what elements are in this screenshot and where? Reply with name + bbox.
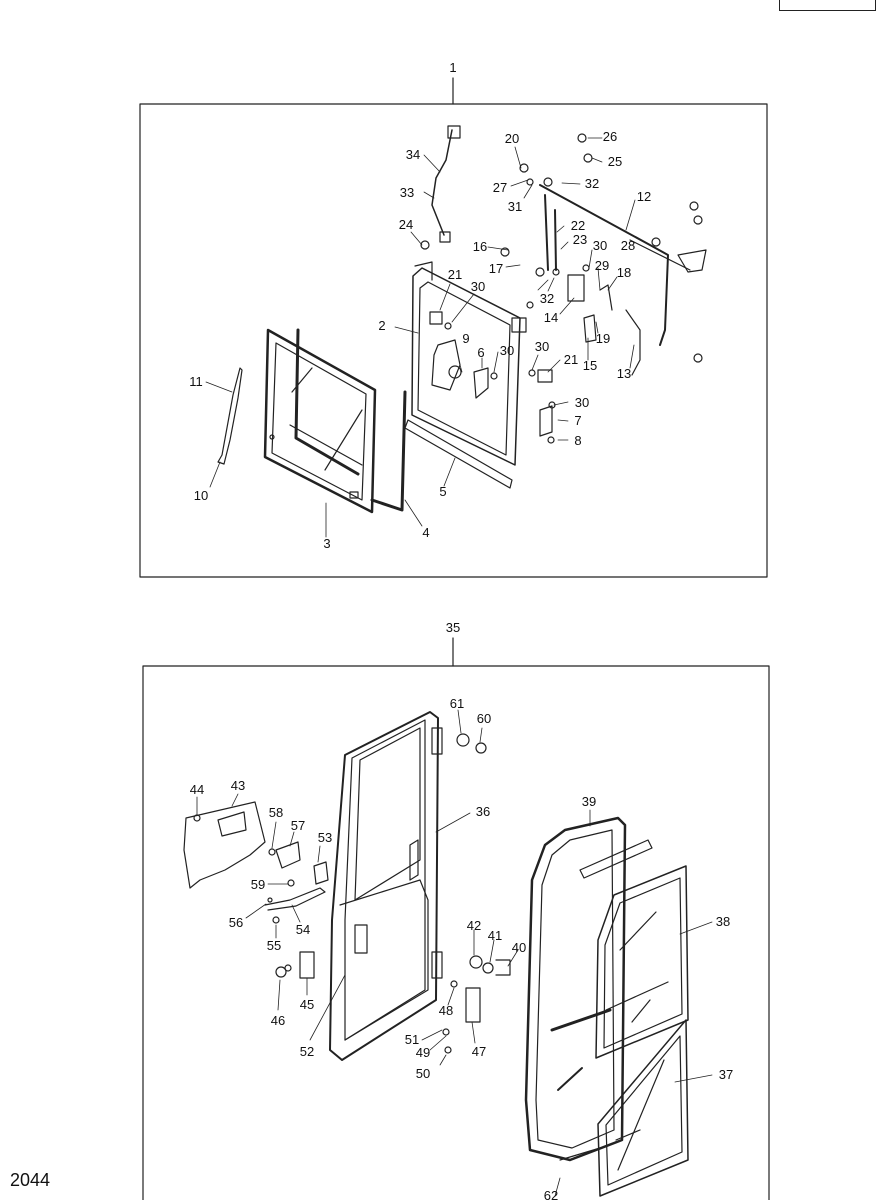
- callout-49: 49: [416, 1045, 430, 1060]
- header-box: [779, 0, 876, 11]
- callout-24: 24: [399, 217, 413, 232]
- callout-60: 60: [477, 711, 491, 726]
- callout-23: 23: [573, 232, 587, 247]
- callout-54: 54: [296, 922, 310, 937]
- callout-18: 18: [617, 265, 631, 280]
- glass-37: [597, 1019, 689, 1197]
- callout-22: 22: [571, 218, 585, 233]
- callout-33: 33: [400, 185, 414, 200]
- group-label-top: 1: [449, 60, 456, 75]
- callout-25: 25: [608, 154, 622, 169]
- callout-30: 30: [471, 279, 485, 294]
- callout-7: 7: [574, 413, 581, 428]
- callout-62: 62: [544, 1188, 558, 1200]
- callout-56: 56: [229, 915, 243, 930]
- callout-53: 53: [318, 830, 332, 845]
- callout-47: 47: [472, 1044, 486, 1059]
- callout-5: 5: [439, 484, 446, 499]
- callout-4: 4: [422, 525, 429, 540]
- callout-48: 48: [439, 1003, 453, 1018]
- callout-17: 17: [489, 261, 503, 276]
- callout-20: 20: [505, 131, 519, 146]
- door-frame-36: [329, 711, 443, 1061]
- callout-52: 52: [300, 1044, 314, 1059]
- callout-51: 51: [405, 1032, 419, 1047]
- glass-38: [595, 865, 689, 1059]
- bottom-leader-lines: [196, 709, 713, 1197]
- callout-13: 13: [617, 366, 631, 381]
- callout-41: 41: [488, 928, 502, 943]
- callout-50: 50: [416, 1066, 430, 1081]
- callout-30: 30: [575, 395, 589, 410]
- callout-45: 45: [300, 997, 314, 1012]
- callout-57: 57: [291, 818, 305, 833]
- callout-43: 43: [231, 778, 245, 793]
- window-glass-assembly: [263, 328, 377, 514]
- callout-12: 12: [637, 189, 651, 204]
- callout-59: 59: [251, 877, 265, 892]
- callout-11: 11: [189, 374, 203, 389]
- callout-32: 32: [585, 176, 599, 191]
- callout-8: 8: [574, 433, 581, 448]
- group-label-bottom: 35: [446, 620, 460, 635]
- callout-2: 2: [378, 318, 385, 333]
- callout-9: 9: [462, 331, 469, 346]
- callout-58: 58: [269, 805, 283, 820]
- callout-10: 10: [194, 488, 208, 503]
- callout-28: 28: [621, 238, 635, 253]
- callout-42: 42: [467, 918, 481, 933]
- callout-19: 19: [596, 331, 610, 346]
- window-seal-39: [524, 816, 653, 1162]
- callout-14: 14: [544, 310, 558, 325]
- callout-16: 16: [473, 239, 487, 254]
- callout-30: 30: [593, 238, 607, 253]
- callout-36: 36: [476, 804, 490, 819]
- callout-21: 21: [564, 352, 578, 367]
- callout-30: 30: [500, 343, 514, 358]
- callout-38: 38: [716, 914, 730, 929]
- callout-55: 55: [267, 938, 281, 953]
- callout-21: 21: [448, 267, 462, 282]
- callout-3: 3: [323, 536, 330, 551]
- callout-31: 31: [508, 199, 522, 214]
- callout-6: 6: [477, 345, 484, 360]
- callout-29: 29: [595, 258, 609, 273]
- page-number: 2044: [10, 1170, 51, 1190]
- callout-40: 40: [512, 940, 526, 955]
- bottom-panel-frame: [142, 665, 770, 1200]
- callout-26: 26: [603, 129, 617, 144]
- callout-27: 27: [493, 180, 507, 195]
- callout-61: 61: [450, 696, 464, 711]
- top-leader-lines: [205, 137, 636, 538]
- callout-30: 30: [535, 339, 549, 354]
- callout-34: 34: [406, 147, 420, 162]
- callout-37: 37: [719, 1067, 733, 1082]
- callout-15: 15: [583, 358, 597, 373]
- callout-39: 39: [582, 794, 596, 809]
- callout-44: 44: [190, 782, 204, 797]
- callout-46: 46: [271, 1013, 285, 1028]
- window-frame-2: [411, 261, 527, 466]
- callout-32: 32: [540, 291, 554, 306]
